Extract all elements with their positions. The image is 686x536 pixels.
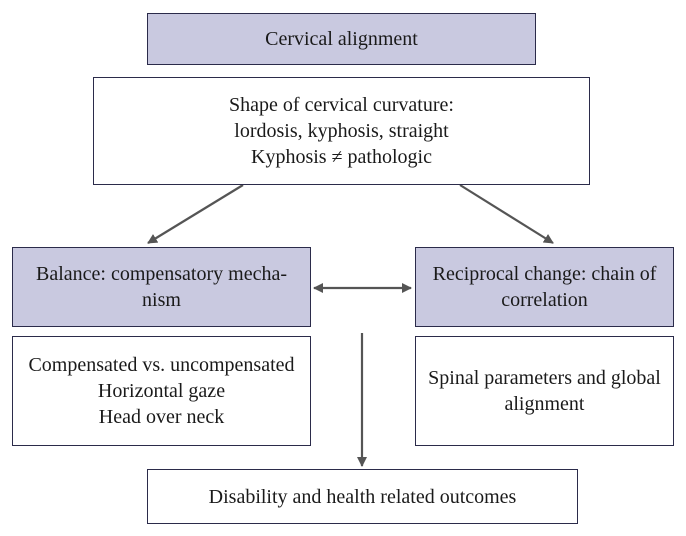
balance-detail-3: Head over neck <box>98 406 225 428</box>
curvature-shape-box: Shape of cervical curvature: lordosis, k… <box>93 77 590 185</box>
reciprocal-detail-2: alignment <box>504 393 585 415</box>
balance-box: Balance: compensatory mecha- nism <box>12 247 311 327</box>
curvature-line-2: lordosis, kyphosis, straight <box>234 120 449 142</box>
curvature-line-1: Shape of cervical curvature: <box>229 94 454 116</box>
balance-line-2: nism <box>142 289 181 311</box>
reciprocal-change-box: Reciprocal change: chain of correlation <box>415 247 674 327</box>
arrow-shape-to-balance <box>147 184 244 244</box>
reciprocal-line-2: correlation <box>501 289 588 311</box>
balance-detail-2: Horizontal gaze <box>97 380 226 402</box>
cervical-alignment-label: Cervical alignment <box>265 28 418 50</box>
reciprocal-details-box: Spinal parameters and global alignment <box>415 336 674 446</box>
reciprocal-line-1: Reciprocal change: chain of <box>432 263 657 285</box>
curvature-line-3: Kyphosis ≠ pathologic <box>251 146 432 168</box>
reciprocal-detail-1: Spinal parameters and global <box>428 367 661 389</box>
balance-line-1: Balance: compensatory mecha- <box>36 263 287 285</box>
outcomes-box: Disability and health related outcomes <box>147 469 578 524</box>
balance-details-box: Compensated vs. uncompensated Horizontal… <box>12 336 311 446</box>
cervical-alignment-box: Cervical alignment <box>147 13 536 65</box>
outcomes-label: Disability and health related outcomes <box>208 485 517 508</box>
arrow-shape-to-reciprocal <box>459 184 554 244</box>
balance-detail-1: Compensated vs. uncompensated <box>28 354 295 376</box>
